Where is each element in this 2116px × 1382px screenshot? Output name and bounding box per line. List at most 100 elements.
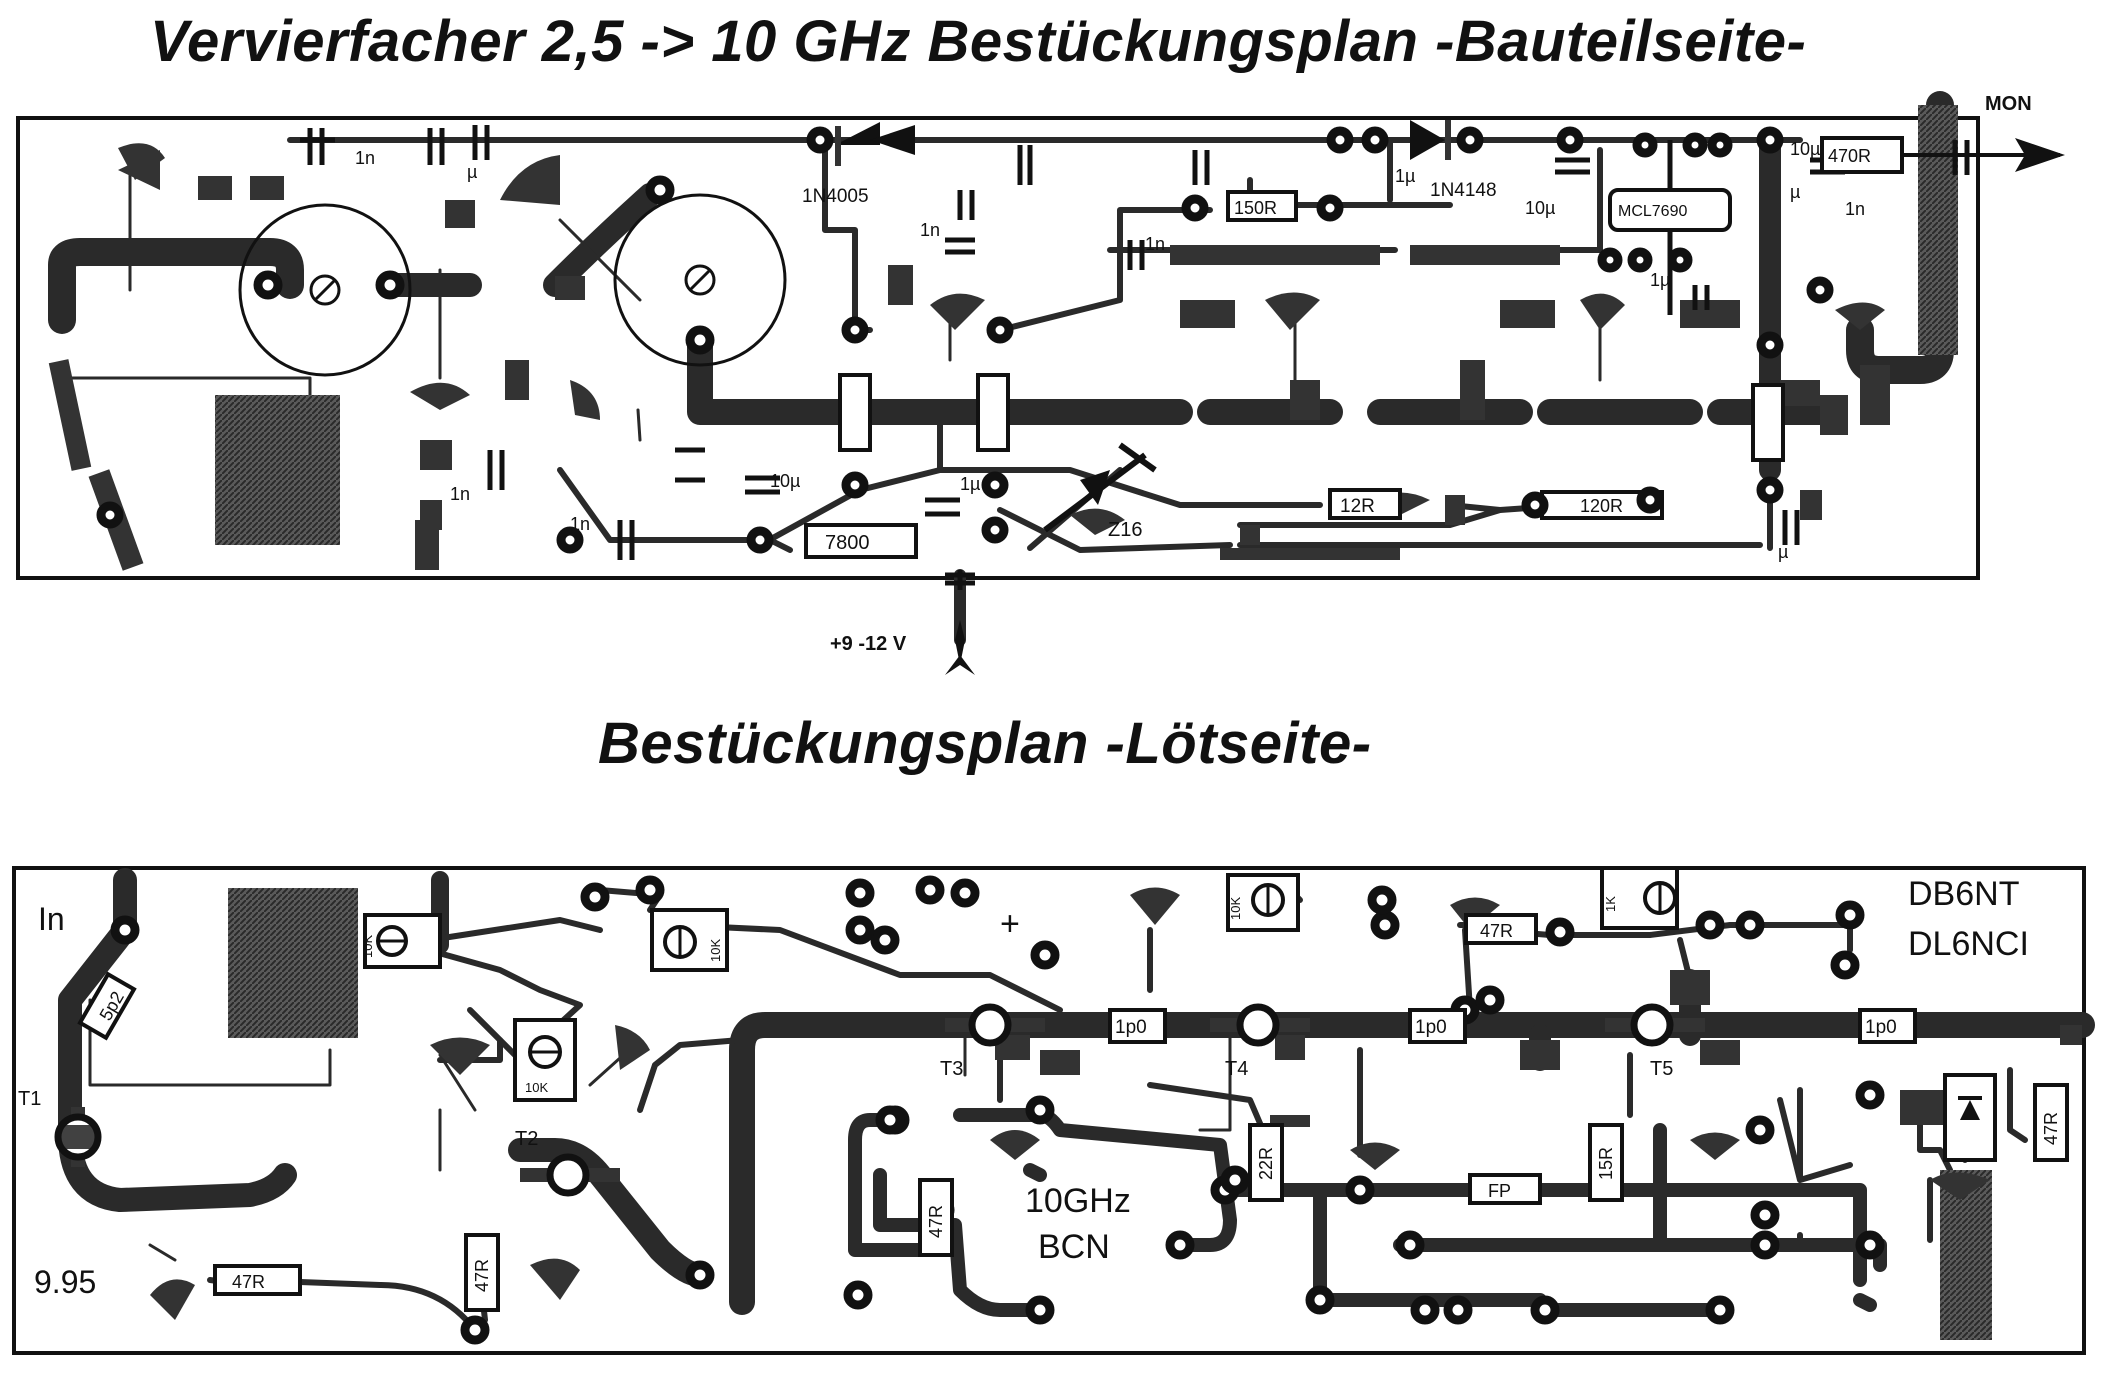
regulator-7800 (804, 523, 918, 559)
trace-input (48, 238, 304, 334)
label-cap-1n: 1n (355, 148, 375, 168)
component-side-board: MON +9 -12 V 1N4005 1N4148 7800 Z16 150R… (16, 91, 2065, 675)
label-1p0: 1p0 (1115, 1017, 1147, 1038)
transistor-t4 (1210, 1003, 1310, 1047)
resistor-47r-t3 (918, 1178, 954, 1257)
label-cap-u: µ (467, 162, 477, 182)
transistor-t3 (945, 1003, 1045, 1047)
label-47r: 47R (472, 1259, 492, 1292)
label-t4: T4 (1225, 1058, 1248, 1080)
solder-side-board: In 9.95 T1 T2 T3 T4 T5 DB6NT DL6NCI 10GH… (12, 866, 2095, 1355)
radial-stub (1130, 887, 1180, 925)
label-cap-1n: 1n (570, 514, 590, 534)
label-cap-1u: 1µ (1650, 270, 1670, 290)
resistor-150r (1226, 190, 1298, 222)
label-t1: T1 (18, 1088, 41, 1110)
potentiometer-10k-a (363, 913, 442, 969)
resistor-47r-input (213, 1264, 302, 1296)
label-12r: 12R (1340, 496, 1375, 517)
label-cap-u: µ (1778, 542, 1788, 562)
label-1n4005: 1N4005 (802, 186, 869, 207)
resistor-15r (1588, 1123, 1624, 1202)
label-1p0: 1p0 (1415, 1017, 1447, 1038)
label-t5: T5 (1650, 1058, 1673, 1080)
mon-label: MON (1985, 93, 2032, 115)
callsign-db6nt: DB6NT (1908, 875, 2019, 913)
ground-block-bottom (228, 888, 358, 1038)
label-47r: 47R (2041, 1112, 2061, 1145)
label-470r: 470R (1828, 146, 1871, 166)
label-mcl7690: MCL7690 (1618, 203, 1687, 220)
label-10k: 10K (708, 939, 723, 962)
resistor-vertical-2 (976, 373, 1010, 452)
ground-block-top (215, 395, 340, 545)
label-t3: T3 (940, 1058, 963, 1080)
label-150r: 150R (1234, 198, 1277, 218)
label-47r: 47R (1480, 921, 1513, 941)
trace-main-line (729, 1012, 2095, 1315)
resistor-47r-t4 (1464, 913, 1538, 945)
label-cap-u: µ (1790, 182, 1800, 202)
board-name-label: BCN (1038, 1228, 1110, 1266)
label-1p0: 1p0 (1865, 1017, 1897, 1038)
label-cap-1n: 1n (920, 220, 940, 240)
potentiometer-10k-b (650, 908, 729, 972)
label-7800: 7800 (825, 532, 870, 554)
label-10k: 10K (360, 935, 375, 958)
diode-block (1943, 1073, 1997, 1162)
resistor-47r-output (2033, 1083, 2069, 1162)
label-1k: 1K (1603, 896, 1618, 912)
resistor-12r (1328, 488, 1402, 520)
potentiometer-10k-d (1226, 873, 1300, 932)
capacitor-5p2 (77, 971, 137, 1041)
fp-component (1468, 1173, 1542, 1205)
mmic-block (1820, 136, 1904, 174)
label-10k: 10K (1228, 897, 1243, 920)
solder-side-title: Bestückungsplan -Lötseite- (598, 711, 1372, 776)
label-47r: 47R (232, 1272, 265, 1292)
callsign-dl6nci: DL6NCI (1908, 925, 2029, 963)
trimmer-cap-2 (613, 193, 787, 367)
ground-block-right (1940, 1170, 1992, 1340)
board-frequency-label: 10GHz (1025, 1182, 1131, 1220)
trace-output (1846, 91, 1954, 384)
label-10k: 10K (525, 1080, 548, 1095)
resistor-22r (1248, 1123, 1284, 1202)
label-t2: T2 (515, 1128, 538, 1150)
label-cap-1n: 1n (1845, 199, 1865, 219)
pads-top (96, 126, 1834, 554)
zener-diode (1043, 442, 1157, 533)
trimmer-cap-1 (238, 203, 412, 377)
label-15r: 15R (1596, 1147, 1616, 1180)
label-120r: 120R (1580, 496, 1623, 516)
capacitor-1p0-a (1108, 1008, 1167, 1044)
label-fp: FP (1488, 1181, 1511, 1201)
label-cap-10u: 10µ (770, 471, 800, 491)
in-label: In (38, 901, 65, 937)
ic-mcl7690 (1608, 188, 1732, 232)
supply-arrow (945, 620, 975, 675)
capacitor-1p0-b (1408, 1008, 1467, 1044)
capacitor-1p0-c (1858, 1008, 1917, 1044)
label-cap-1n: 1n (1145, 234, 1165, 254)
label-cap-1n: 1n (450, 484, 470, 504)
diode-1n4005 (835, 122, 915, 168)
label-cap-10u: 10µ (1790, 139, 1820, 159)
label-47r: 47R (926, 1205, 946, 1238)
plus-sign: + (1000, 905, 1020, 943)
diode-1n4148 (1410, 120, 1451, 160)
transistor-t1 (54, 1107, 102, 1167)
resistor-vertical-3 (1751, 383, 1785, 462)
label-cap-1u: 1µ (960, 474, 980, 494)
potentiometer-10k-c (513, 1018, 577, 1102)
resistor-47r-t2 (464, 1233, 500, 1312)
pads-bottom (110, 875, 1885, 1345)
potentiometer-1k (1600, 866, 1679, 930)
label-cap-1u: 1µ (1395, 166, 1415, 186)
label-cap-10u: 10µ (1525, 198, 1555, 218)
transistor-t2 (520, 1153, 620, 1197)
label-22r: 22R (1256, 1147, 1276, 1180)
transistor-t5 (1605, 1003, 1705, 1047)
freq-label: 9.95 (34, 1264, 96, 1300)
